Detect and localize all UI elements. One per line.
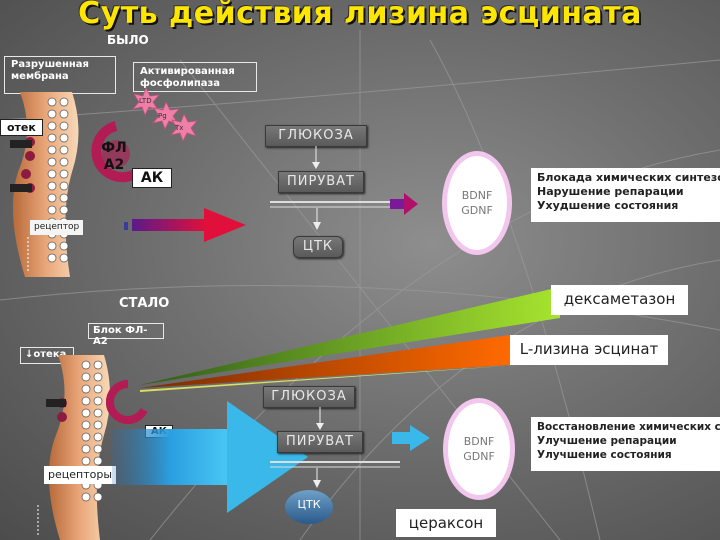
membrane-top [10,92,79,277]
slide-title: Суть действия лизина эсцината [78,0,642,31]
red-arrow [124,208,246,242]
mediator-tx: Tx [175,124,184,132]
arrow-glucose-pyruvate-bottom [316,407,324,430]
tca-top: ЦТК [293,236,343,258]
effect-bottom-3: Улучшение состояния [537,449,672,461]
mediator-ltd: LTD [139,97,152,105]
neurotrophins-top: BDNF GDNF [442,151,512,255]
drug-escin: L-лизина эсцинат [510,335,668,365]
after-label: СТАЛО [119,296,170,311]
ak-label: АК [132,168,172,188]
glucose-bottom: ГЛЮКОЗА [263,386,355,408]
before-label: БЫЛО [107,33,149,47]
effects-top: Блокада химических синтезов Нарушение ре… [531,168,720,222]
cyan-arrow-small [392,425,430,451]
receptors-label: рецепторы [44,466,117,484]
tca-link-bottom [270,461,400,488]
drug-dexamethasone: дексаметазон [551,285,688,315]
pla2-label: ФЛ А2 [101,140,127,173]
mediator-pg: Pg [158,112,167,120]
pla2-block-label: Блок ФЛ-А2 [88,323,164,347]
arrow-glucose-pyruvate-top [312,146,320,169]
pyruvate-top: ПИРУВАТ [278,171,364,193]
membrane-bottom [37,355,110,540]
receptor-label: рецептор [30,220,84,235]
tca-bottom: ЦТК [285,490,333,524]
effect-top-3: Ухудшение состояния [537,199,679,212]
edema-label: отек [0,119,43,136]
activated-phospholipase-label: Активированная фосфолипаза [133,62,257,92]
neurotrophins-bottom: BDNF GDNF [443,398,515,500]
pla2-enzyme-blocked [106,380,148,424]
drug-ceraxon: цераксон [396,509,496,537]
effect-bottom-2: Улучшение репарации [537,435,677,447]
effect-top-1: Блокада химических синтезов [537,171,720,184]
cyan-arrow-big [112,401,308,513]
tca-link-top [270,201,390,230]
effect-bottom-1: Восстановление химических синтезов [537,421,720,433]
effect-top-2: Нарушение репарации [537,185,684,198]
effects-bottom: Восстановление химических синтезов Улучш… [531,417,720,471]
pla2-enzyme [91,121,141,183]
pyruvate-bottom: ПИРУВАТ [277,431,363,453]
purple-arrow-top [390,193,418,215]
mediator-stars [132,87,198,142]
